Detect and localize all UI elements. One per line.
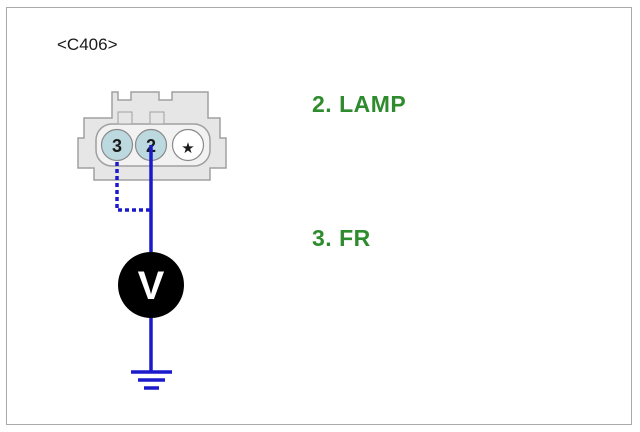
connector-latch-right bbox=[149, 111, 165, 125]
voltmeter-symbol: V bbox=[138, 264, 165, 308]
ground-icon bbox=[131, 370, 172, 390]
pin-2-lamp-label: 2. LAMP bbox=[312, 91, 407, 117]
voltmeter-icon: V bbox=[118, 252, 184, 318]
diagram-frame bbox=[6, 7, 632, 425]
pin-3-fr-label: 3. FR bbox=[312, 225, 371, 251]
pin-3-number: 3 bbox=[112, 136, 122, 156]
connector-icon: 3 2 ★ bbox=[77, 91, 227, 181]
pin-star-socket bbox=[171, 128, 205, 162]
connector-id-label: <C406> bbox=[57, 35, 118, 54]
voltmeter-body bbox=[118, 252, 184, 318]
pin-3-socket bbox=[100, 128, 134, 162]
connector-latch-left bbox=[117, 111, 133, 125]
pin-3-dotted-wire bbox=[115, 162, 153, 212]
pin-star-marker: ★ bbox=[181, 139, 194, 157]
